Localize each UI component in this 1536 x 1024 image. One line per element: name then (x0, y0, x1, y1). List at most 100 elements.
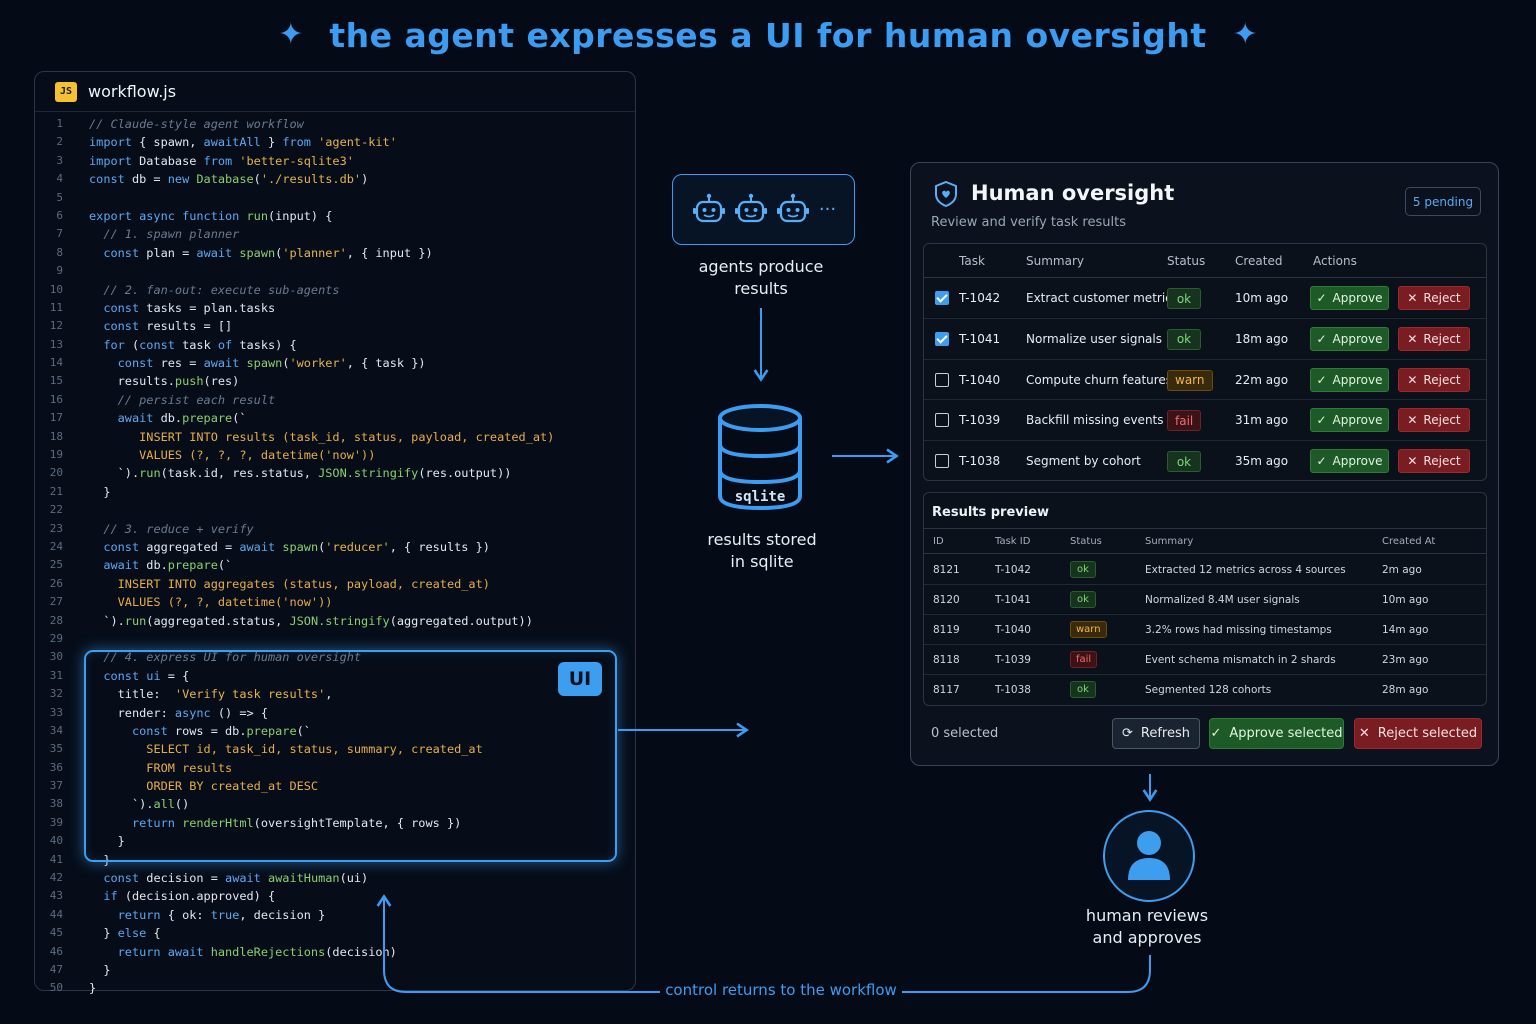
results-preview-title: Results preview (932, 505, 1050, 520)
line-content: // 1. spawn planner (63, 225, 239, 243)
code-line: 14 const res = await spawn('worker', { t… (0, 354, 554, 372)
code-token: handleRejections (203, 944, 326, 959)
approve-button[interactable]: ✓Approve (1310, 408, 1389, 433)
code-token: task (174, 337, 218, 352)
code-token: // 2. fan-out: execute sub-agents (103, 282, 340, 297)
code-token: VALUES (?, ?, ?, datetime('now')) (139, 448, 376, 463)
title-text: the agent expresses a UI for human overs… (329, 15, 1207, 55)
code-token: title: (89, 687, 168, 702)
approve-button[interactable]: ✓Approve (1310, 367, 1389, 392)
reject-selected-button[interactable]: ✕ Reject selected (1354, 718, 1482, 749)
code-token: (oversightTemplate, { rows }) (253, 815, 462, 830)
code-token: tasks = plan.tasks (139, 300, 276, 315)
line-content: const tasks = plan.tasks (63, 299, 275, 317)
line-number: 8 (56, 245, 63, 259)
status-badge: warn (1070, 621, 1107, 638)
code-token (89, 889, 103, 903)
reject-button[interactable]: ✕Reject (1398, 449, 1470, 474)
reject-button[interactable]: ✕Reject (1398, 408, 1470, 433)
column-header-created-at: Created At (1382, 536, 1436, 547)
code-token: (task.id, res.status, (160, 466, 319, 481)
code-token: const (103, 245, 140, 260)
code-token: all (153, 797, 175, 812)
agents-caption-line: agents produce (698, 257, 824, 276)
code-line: 21 } (0, 483, 554, 501)
approve-button[interactable]: ✓Approve (1310, 326, 1389, 351)
task-summary: Extract customer metrics (1026, 291, 1179, 305)
column-header-task-id: Task ID (995, 536, 1031, 547)
code-token: `). (89, 466, 140, 481)
code-line: 13 for (const task of tasks) { (0, 336, 554, 354)
line-content: VALUES (?, ?, datetime('now')) (63, 593, 333, 611)
column-header-summary: Summary (1026, 254, 1084, 268)
code-token: from (203, 153, 233, 168)
code-token: (decision.approved) { (117, 889, 276, 904)
task-checkbox[interactable] (935, 454, 949, 469)
code-token: SELECT id, task_id, status, summary, cre… (146, 742, 483, 757)
reject-button[interactable]: ✕Reject (1398, 326, 1470, 351)
line-number: 22 (49, 503, 63, 517)
code-token: run (139, 466, 161, 481)
javascript-file-icon: JS (55, 81, 77, 102)
task-checkbox[interactable] (935, 413, 949, 428)
line-number: 46 (49, 944, 63, 958)
task-created: 18m ago (1235, 331, 1289, 346)
refresh-label: Refresh (1140, 726, 1190, 741)
human-caption: human reviews and approves (1072, 905, 1222, 949)
task-id: T-1038 (959, 454, 1001, 469)
code-line: 11 const tasks = plan.tasks (0, 299, 554, 317)
reject-button[interactable]: ✕Reject (1398, 286, 1470, 310)
status-badge: ok (1070, 561, 1096, 578)
code-token (89, 319, 103, 333)
line-number: 26 (49, 576, 63, 590)
line-content: // persist each result (63, 391, 276, 409)
approve-button[interactable]: ✓Approve (1310, 286, 1389, 310)
code-token: VALUES (?, ?, datetime('now')) (117, 595, 333, 610)
code-token: { ok: (160, 907, 211, 922)
approve-selected-button[interactable]: ✓ Approve selected (1209, 718, 1344, 749)
task-created: 10m ago (1235, 291, 1289, 305)
code-token (89, 871, 103, 885)
result-id: 8121 (933, 564, 960, 576)
line-number: 23 (49, 521, 63, 535)
code-token: else (117, 926, 147, 941)
line-content: } (63, 483, 110, 501)
code-line: 40 } (0, 832, 554, 850)
result-id: 8119 (933, 624, 960, 636)
code-token: (decision) (325, 944, 397, 959)
line-number: 36 (49, 760, 63, 774)
code-line: 30 // 4. express UI for human oversight (0, 648, 554, 666)
task-checkbox[interactable] (935, 291, 949, 305)
code-token: spawn (232, 245, 276, 260)
code-token: ui (146, 668, 161, 683)
result-task-id: T-1038 (995, 684, 1031, 696)
code-token: tasks) { (232, 337, 297, 352)
code-token: (aggregated.output)) (389, 613, 533, 628)
code-token: () (174, 797, 190, 812)
code-token: } (260, 135, 283, 150)
line-number: 50 (49, 981, 63, 995)
reject-button[interactable]: ✕Reject (1398, 367, 1470, 392)
refresh-button[interactable]: ⟳ Refresh (1112, 718, 1200, 749)
code-token (89, 338, 103, 352)
human-caption-line: and approves (1092, 928, 1202, 947)
approve-button[interactable]: ✓Approve (1310, 449, 1389, 474)
panel-subtitle: Review and verify task results (931, 215, 1126, 230)
sparkle-icon: ✦ (278, 17, 304, 52)
code-line: 1// Claude-style agent workflow (0, 115, 554, 133)
result-task-id: T-1042 (995, 564, 1031, 576)
code-token: const (103, 300, 140, 315)
code-token: const (103, 668, 140, 683)
code-token: JSON.stringify (318, 466, 419, 481)
task-checkbox[interactable] (935, 372, 949, 387)
task-checkbox[interactable] (935, 331, 949, 346)
approve-label: Approve (1332, 454, 1383, 469)
code-line: 19 VALUES (?, ?, ?, datetime('now')) (0, 446, 554, 464)
code-line: 46 return await handleRejections(decisio… (0, 943, 554, 961)
code-token (89, 301, 103, 315)
return-label: control returns to the workflow (660, 981, 902, 999)
